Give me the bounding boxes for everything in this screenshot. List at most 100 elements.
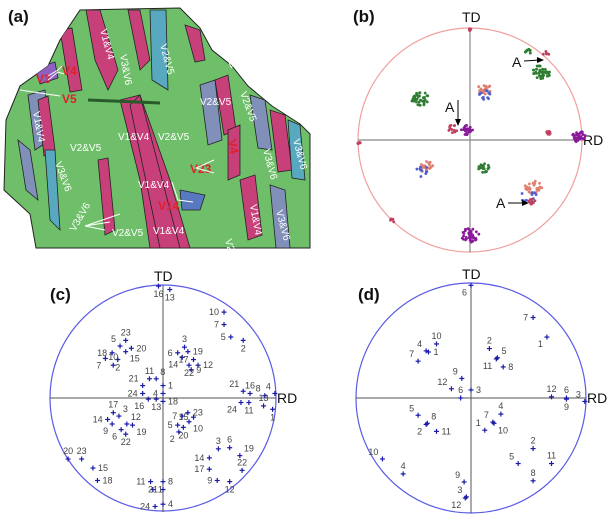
pole-marker [482, 427, 488, 433]
pole-point: 2 [531, 436, 536, 452]
pole-marker [105, 416, 111, 422]
pole-point: 22 [184, 362, 194, 378]
pole-point: 3 [182, 334, 187, 350]
pole-point: 3 [116, 404, 128, 419]
pole-point: 5 [111, 334, 123, 349]
pole-point-label: 20 [136, 343, 146, 353]
pole-point: 2 [487, 336, 492, 352]
pole-point-label: 22 [121, 437, 131, 447]
pole-point-label: 24 [128, 388, 138, 398]
pole-point-label: 2 [115, 363, 120, 373]
grain-variant-label: V3&V6 [117, 54, 133, 87]
pole-point: 1 [425, 347, 438, 357]
pole-point-label: 8 [160, 367, 165, 377]
pole-cluster [531, 64, 551, 81]
pole-point-label: 1 [538, 339, 543, 349]
pole-point: 5 [409, 403, 421, 418]
pole-marker [186, 362, 192, 368]
pole-marker [160, 501, 166, 507]
pole-point: 13 [259, 393, 269, 409]
pole-point: 17 [108, 400, 118, 416]
pole-point-label: 19 [193, 347, 203, 357]
pole-cluster [389, 217, 396, 224]
pole-point-label: 11 [442, 426, 451, 436]
pole-point: 7 [409, 349, 421, 364]
pole-marker [459, 375, 465, 381]
pole-point: 20 [128, 343, 146, 353]
pole-marker [124, 421, 130, 427]
pole-marker [176, 429, 182, 435]
pole-point-label: 12 [225, 485, 235, 495]
pole-marker [110, 362, 116, 368]
pole-marker [128, 345, 134, 351]
pole-point: 7 [96, 355, 108, 370]
arrow-a-3: A [496, 195, 529, 211]
pole-marker [415, 358, 421, 364]
pole-marker [206, 455, 212, 461]
pole-point: 4 [498, 401, 503, 417]
pole-point: 21 [148, 485, 166, 495]
pole-cluster [447, 123, 459, 135]
pole-point-label: 9 [103, 426, 108, 436]
pole-marker [175, 350, 181, 356]
pole-clusters [356, 27, 587, 244]
pole-point: 10 [491, 420, 508, 435]
pole-marker [237, 453, 243, 459]
pole-marker [530, 446, 536, 452]
pole-point-label: 8 [256, 384, 261, 394]
pole-point-label: 13 [151, 402, 161, 412]
pole-point: 13 [165, 287, 175, 303]
pole-marker [115, 357, 121, 363]
pole-point: 15 [90, 463, 108, 473]
pole-point: 24 [128, 388, 146, 398]
pole-point: 20 [178, 424, 188, 440]
pole-point: 6 [458, 385, 463, 401]
rd-label: RD [583, 132, 603, 148]
pole-point: 19 [129, 422, 147, 437]
pole-marker [515, 461, 521, 467]
pole-cluster [478, 89, 492, 101]
pole-point: 7 [214, 320, 227, 330]
grain [44, 149, 61, 232]
pole-point-label: 19 [136, 427, 146, 437]
variant-label-red: V4 [225, 138, 241, 155]
pole-point-label: 12 [546, 384, 556, 394]
pole-point-label: 8 [531, 468, 536, 478]
pole-marker [247, 390, 253, 396]
pole-marker [109, 350, 115, 356]
pole-marker [160, 390, 166, 396]
pole-point-label: 24 [140, 501, 150, 511]
pole-point: 23 [77, 446, 87, 462]
pole-point-label: 12 [437, 377, 447, 387]
pole-point-label: 10 [431, 331, 441, 341]
pole-marker [140, 383, 146, 389]
pole-point-label: 3 [182, 334, 187, 344]
pole-point-label: 7 [214, 320, 219, 330]
pole-point: 4 [417, 339, 429, 354]
pole-marker [434, 428, 439, 434]
pole-marker [221, 309, 227, 315]
pole-marker [423, 421, 429, 427]
pole-point-label: 9 [455, 470, 460, 480]
pole-point-label: 8 [168, 477, 173, 487]
pole-point-label: 23 [77, 446, 87, 456]
arrow-a-2: A [445, 99, 461, 126]
grain-boundary [87, 98, 161, 105]
pole-marker [175, 422, 181, 428]
pole-point: 8 [531, 468, 536, 484]
pole-point: 5 [168, 420, 181, 430]
pole-marker [549, 461, 554, 467]
pole-marker [118, 427, 124, 433]
variant-label-red: V14 [158, 199, 180, 213]
pole-point-label: 4 [168, 499, 173, 509]
pole-marker [160, 383, 166, 389]
pole-point: 22 [237, 457, 247, 473]
map-background [3, 7, 311, 249]
panel-d-label: (d) [358, 285, 380, 304]
pole-point-label: 7 [523, 313, 528, 323]
pole-point: 16 [134, 396, 151, 411]
pole-cluster [527, 197, 537, 206]
pole-point: 7 [523, 313, 536, 323]
pole-cluster [356, 141, 362, 145]
